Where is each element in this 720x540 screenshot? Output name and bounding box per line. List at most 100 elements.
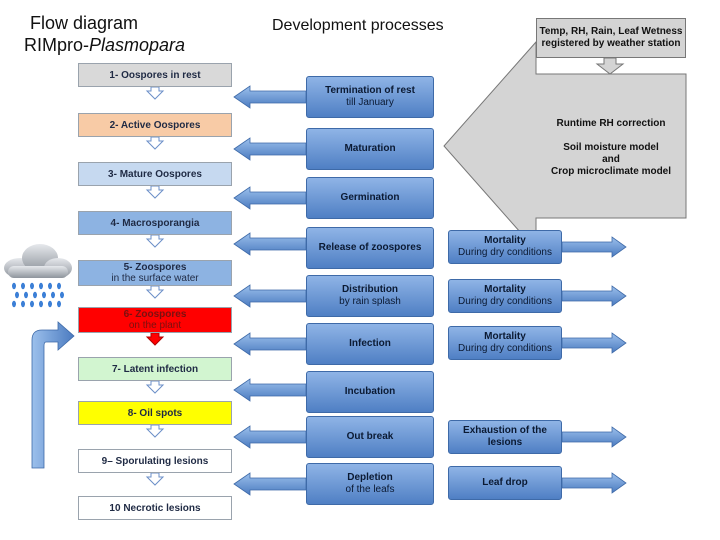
outcome-label: Mortality xyxy=(484,235,526,246)
title-italic: Plasmopara xyxy=(89,35,186,55)
stage-down-arrow xyxy=(145,285,165,299)
outcome-label: Mortality xyxy=(484,284,526,295)
stage-down-arrow xyxy=(145,424,165,438)
stage-box-4: 4- Macrosporangia xyxy=(78,211,232,235)
process-arrow xyxy=(233,425,307,449)
stage-label: 8- Oil spots xyxy=(127,407,183,419)
rain-drop xyxy=(30,282,34,290)
stage-down-arrow xyxy=(145,86,165,100)
stage-down-arrow xyxy=(145,234,165,248)
stage-box-1: 1- Oospores in rest xyxy=(78,63,232,87)
model-crop-microclimate: Crop microclimate model xyxy=(550,166,672,177)
outcome-arrow xyxy=(561,472,627,494)
outcome-label: Mortality xyxy=(484,331,526,342)
rain-drop xyxy=(24,291,28,299)
model-soil-moisture: Soil moisture model xyxy=(563,142,659,153)
process-arrow xyxy=(233,186,307,210)
weather-station-box: Temp, RH, Rain, Leaf Wetness registered … xyxy=(536,18,686,58)
model-rh-correction: Runtime RH correction xyxy=(556,118,666,129)
header-development-processes: Development processes xyxy=(272,17,444,34)
stage-box-2: 2- Active Oospores xyxy=(78,113,232,137)
stage-label: 1- Oospores in rest xyxy=(109,69,201,81)
rain-drop xyxy=(60,291,64,299)
rain-drop xyxy=(21,300,25,308)
rain-drop xyxy=(57,282,61,290)
stage-box-9: 9– Sporulating lesions xyxy=(78,449,232,473)
weather-down-arrow xyxy=(595,57,625,75)
process-label: Incubation xyxy=(344,386,396,397)
stage-label: 2- Active Oospores xyxy=(109,119,201,131)
process-arrow xyxy=(233,472,307,496)
stage-box-10: 10 Necrotic lesions xyxy=(78,496,232,520)
process-sublabel: till January xyxy=(346,97,394,108)
rain-drop xyxy=(39,282,43,290)
process-sublabel: of the leafs xyxy=(345,484,395,495)
outcome-arrow xyxy=(561,285,627,307)
process-label: Maturation xyxy=(344,143,396,154)
process-label: Termination of rest xyxy=(325,85,415,96)
process-arrow xyxy=(233,284,307,308)
process-box-outbreak: Out break xyxy=(306,416,434,458)
stage-label: 5- Zoospores xyxy=(123,262,187,273)
process-arrow xyxy=(233,85,307,109)
process-box-maturation: Maturation xyxy=(306,128,434,170)
outcome-arrow xyxy=(561,426,627,448)
rain-drop xyxy=(30,300,34,308)
stage-sublabel: on the plant xyxy=(128,320,182,331)
outcome-label: Leaf drop xyxy=(482,477,528,488)
rain-drop xyxy=(33,291,37,299)
rain-drop xyxy=(51,291,55,299)
outcome-sublabel: During dry conditions xyxy=(458,296,552,307)
rain-drop xyxy=(12,300,16,308)
process-arrow xyxy=(233,378,307,402)
outcome-sublabel: During dry conditions xyxy=(458,247,552,258)
return-arrow xyxy=(31,321,75,469)
stage-label: 7- Latent infection xyxy=(111,363,199,375)
stage-box-8: 8- Oil spots xyxy=(78,401,232,425)
outcome-arrow xyxy=(561,332,627,354)
process-label: Infection xyxy=(349,338,391,349)
rain-drop xyxy=(57,300,61,308)
process-label: Out break xyxy=(346,431,394,442)
weather-station-line-1: Temp, RH, Rain, Leaf Wetness xyxy=(539,26,683,37)
weather-station-line-2: registered by weather station xyxy=(541,38,681,49)
process-box-incubation: Incubation xyxy=(306,371,434,413)
title-prefix: RIMpro- xyxy=(24,35,90,55)
process-label: Depletion xyxy=(347,472,393,483)
stage-sublabel: in the surface water xyxy=(111,273,199,284)
process-label: Germination xyxy=(340,192,400,203)
process-label: Distribution xyxy=(341,284,399,295)
process-arrow xyxy=(233,232,307,256)
stage-label: 6- Zoospores xyxy=(123,309,187,320)
title-line-2: RIMpro-Plasmopara xyxy=(24,34,185,56)
outcome-label: Exhaustion of the xyxy=(463,425,547,436)
stage-down-arrow xyxy=(145,332,165,346)
process-arrow xyxy=(233,332,307,356)
stage-down-arrow xyxy=(145,380,165,394)
outcome-sublabel: During dry conditions xyxy=(458,343,552,354)
title-line-1: Flow diagram xyxy=(30,13,139,33)
model-and: and xyxy=(602,154,620,165)
outcome-sublabel: lesions xyxy=(487,437,523,448)
process-label: Release of zoospores xyxy=(318,242,422,253)
rain-drop xyxy=(39,300,43,308)
rain-drop xyxy=(15,291,19,299)
stage-label: 3- Mature Oospores xyxy=(108,168,202,180)
stage-box-7: 7- Latent infection xyxy=(78,357,232,381)
stage-down-arrow xyxy=(145,136,165,150)
rain-drop xyxy=(12,282,16,290)
rain-drops-icon xyxy=(12,282,64,308)
stage-box-3: 3- Mature Oospores xyxy=(78,162,232,186)
rain-drop xyxy=(42,291,46,299)
rain-drop xyxy=(21,282,25,290)
process-box-infection: Infection xyxy=(306,323,434,365)
